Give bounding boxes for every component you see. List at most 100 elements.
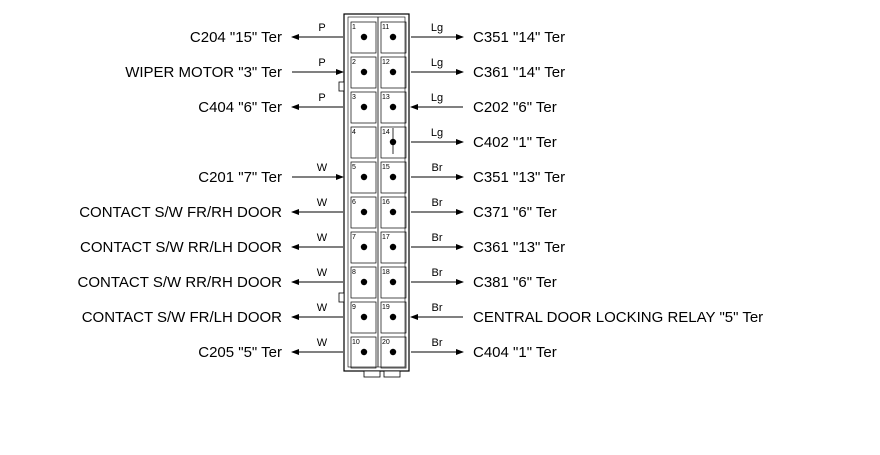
wire-color-code: Br	[432, 302, 443, 314]
connector-inner-outline	[347, 16, 406, 368]
pin-terminal-dot	[360, 243, 368, 251]
pin-number-label: 11	[382, 24, 389, 31]
pin-number-label: 12	[382, 59, 390, 66]
wire-color-code: W	[317, 162, 328, 174]
wire-color-code: Br	[432, 232, 443, 244]
connector-outline	[343, 13, 410, 372]
wire-color-code: Lg	[431, 22, 443, 34]
wire-color-code: W	[317, 197, 328, 209]
terminal-label: C381 "6" Ter	[473, 274, 557, 291]
terminal-label: CONTACT S/W RR/RH DOOR	[78, 274, 283, 291]
wire-color-code: Br	[432, 267, 443, 279]
pin-number-label: 17	[382, 234, 390, 241]
pin-terminal-dot	[360, 103, 368, 111]
pin-terminal-dot	[389, 103, 397, 111]
pin-cavity-left	[350, 56, 377, 89]
pin-terminal-dot	[389, 278, 397, 286]
pin-terminal-dot	[360, 313, 368, 321]
pin-number-label: 9	[352, 304, 356, 311]
pin-cavity-right	[380, 56, 407, 89]
pin-cavity-right	[380, 161, 407, 194]
pin-cavity-right	[380, 196, 407, 229]
wire-color-code: P	[318, 57, 325, 69]
pin-terminal-dot	[360, 278, 368, 286]
pin-cavity-left	[350, 126, 377, 159]
pin-cavity-left	[350, 336, 377, 369]
pin-cavity-left	[350, 91, 377, 124]
wire-color-code: Br	[432, 197, 443, 209]
pin-number-label: 15	[382, 164, 390, 171]
wire-color-code: W	[317, 267, 328, 279]
pin-cavity-right	[380, 336, 407, 369]
pin-number-label: 8	[352, 269, 356, 276]
pin-terminal-dot	[360, 173, 368, 181]
pin-terminal-dot	[389, 348, 397, 356]
terminal-label: C404 "1" Ter	[473, 344, 557, 361]
terminal-label: C204 "15" Ter	[190, 29, 282, 46]
terminal-label: C371 "6" Ter	[473, 204, 557, 221]
terminal-label: CONTACT S/W FR/RH DOOR	[79, 204, 282, 221]
wire-color-code: P	[318, 22, 325, 34]
terminal-label: C404 "6" Ter	[198, 99, 282, 116]
pin-number-label: 19	[382, 304, 390, 311]
pin-cavity-right	[380, 266, 407, 299]
wire-color-code: Lg	[431, 57, 443, 69]
pin-terminal-dot	[389, 208, 397, 216]
pin-number-label: 16	[382, 199, 390, 206]
connector-latch-tab	[338, 292, 345, 303]
pin-terminal-dot	[360, 208, 368, 216]
pin-terminal-dot	[389, 68, 397, 76]
terminal-label: C202 "6" Ter	[473, 99, 557, 116]
pin-cavity-right	[380, 91, 407, 124]
terminal-label: C361 "13" Ter	[473, 239, 565, 256]
pin-cavity-left	[350, 196, 377, 229]
terminal-label: C351 "13" Ter	[473, 169, 565, 186]
terminal-label: C361 "14" Ter	[473, 64, 565, 81]
pin-cavity-right	[380, 301, 407, 334]
pin-number-label: 6	[352, 199, 356, 206]
wire-color-code: W	[317, 302, 328, 314]
terminal-label: C351 "14" Ter	[473, 29, 565, 46]
terminal-label: C402 "1" Ter	[473, 134, 557, 151]
terminal-label: CONTACT S/W RR/LH DOOR	[80, 239, 282, 256]
pin-number-label: 2	[352, 59, 356, 66]
pin-cavity-right	[380, 231, 407, 264]
wire-color-code: Br	[432, 162, 443, 174]
terminal-label: CENTRAL DOOR LOCKING RELAY "5" Ter	[473, 309, 763, 326]
connector-body	[338, 13, 410, 378]
pin-terminal-dot	[389, 313, 397, 321]
pin-cavity-left	[350, 301, 377, 334]
pin-number-label: 20	[382, 339, 390, 346]
connector-latch-tab	[338, 81, 345, 92]
pin-terminal-dot	[389, 33, 397, 41]
pin-number-label: 18	[382, 269, 390, 276]
wire-color-code: W	[317, 232, 328, 244]
pin-number-label: 4	[352, 129, 356, 136]
pin-number-label: 10	[352, 339, 360, 346]
pin-cavity-left	[350, 21, 377, 54]
connector-key-notch	[383, 370, 401, 378]
terminal-label: C201 "7" Ter	[198, 169, 282, 186]
pin-number-label: 13	[382, 94, 390, 101]
terminal-label: CONTACT S/W FR/LH DOOR	[82, 309, 282, 326]
pin-terminal-dot	[360, 68, 368, 76]
pin-terminal-dot	[389, 173, 397, 181]
wire-color-code: W	[317, 337, 328, 349]
pin-terminal-dot	[389, 243, 397, 251]
pin-number-label: 3	[352, 94, 356, 101]
pin-cavity-left	[350, 161, 377, 194]
wire-color-code: Lg	[431, 127, 443, 139]
pin-number-label: 14	[382, 129, 390, 136]
wire-color-code: Lg	[431, 92, 443, 104]
pin-cavity-left	[350, 231, 377, 264]
pin-terminal-dot	[360, 348, 368, 356]
pin-cavity-right	[380, 126, 407, 159]
connector-key-notch	[363, 370, 381, 378]
terminal-label: C205 "5" Ter	[198, 344, 282, 361]
wire-color-code: Br	[432, 337, 443, 349]
pin-number-label: 1	[352, 24, 356, 31]
pin-number-label: 5	[352, 164, 356, 171]
pin-cavity-left	[350, 266, 377, 299]
